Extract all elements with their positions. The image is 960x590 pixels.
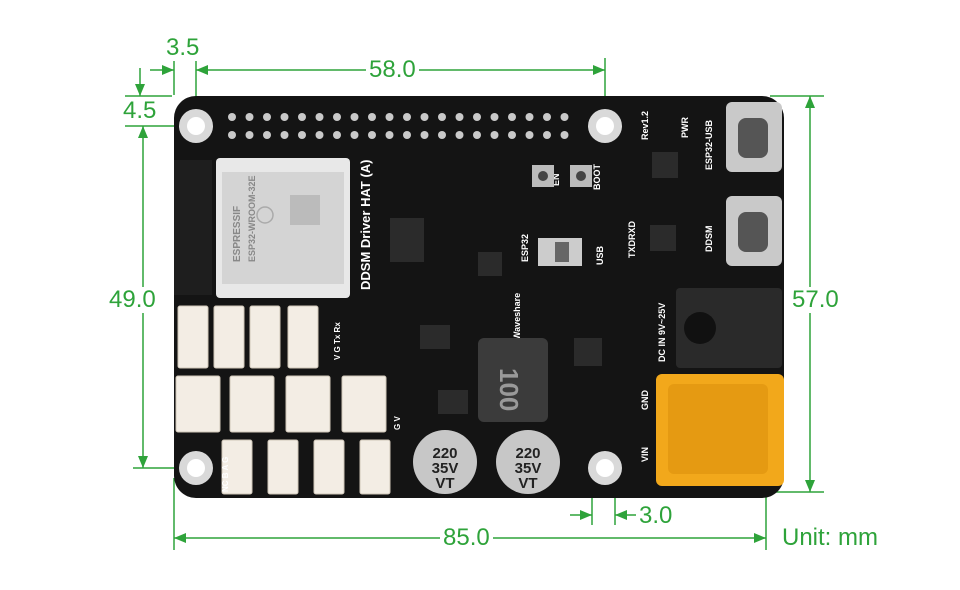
dim-hole-spacing-x: 58.0 (366, 57, 419, 83)
uart-connector[interactable] (213, 305, 245, 369)
uart-connector[interactable] (249, 305, 281, 369)
brand-label: Waveshare (512, 293, 522, 340)
motor-connector[interactable] (313, 439, 345, 495)
esp32-usb-label: ESP32-USB (704, 119, 714, 170)
gpio-pad (245, 131, 254, 139)
gpio-pad (333, 131, 341, 139)
cap-right-label: 220 35V VT (508, 446, 548, 491)
cap-right-line2: 35V (514, 460, 542, 477)
rxd-label: RXD (627, 220, 637, 240)
mounting-holes (179, 109, 622, 485)
gpio-pad (298, 131, 306, 139)
capacitor-right (496, 430, 560, 494)
cap-left-line1: 220 (432, 445, 458, 462)
gpio-pad (490, 113, 499, 121)
gpio-pad (543, 131, 551, 139)
gpio-pad (245, 113, 254, 121)
gpio-pad (280, 113, 289, 121)
gpio-pad (385, 131, 394, 139)
gpio-pad (473, 113, 481, 121)
cap-right-line1: 220 (515, 445, 541, 462)
gpio-pad (508, 113, 516, 121)
dim-right-offset: 3.0 (636, 503, 676, 529)
gpio-pad (525, 131, 534, 139)
chips (390, 152, 678, 414)
board-name: DDSM Driver HAT (A) (358, 160, 373, 291)
module-brand: ESPRESSIF (232, 206, 243, 262)
motor-connector[interactable] (267, 439, 299, 495)
dim-board-height: 57.0 (789, 287, 842, 313)
gpio-pad (263, 113, 271, 121)
gnd-label: GND (640, 390, 650, 411)
cap-left-line2: 35V (431, 460, 459, 477)
pwr-label: PWR (680, 117, 690, 138)
inductor-label: 100 (494, 368, 524, 411)
cap-left-line3: VT (435, 475, 455, 492)
dim-hole-spacing-y: 49.0 (106, 287, 159, 313)
ncbag-label: NC B A G (221, 457, 230, 492)
cap-right-line3: VT (518, 475, 538, 492)
servo-connector[interactable] (341, 375, 387, 433)
gpio-pad (490, 131, 499, 139)
inductor (478, 338, 548, 422)
cap-left-label: 220 35V VT (425, 446, 465, 491)
gpio-pad (263, 131, 271, 139)
dim-board-width: 85.0 (440, 525, 493, 551)
gpio-pad (298, 113, 306, 121)
dc-in-label: DC IN 9V~25V (657, 303, 667, 362)
servo-connector[interactable] (285, 375, 331, 433)
dc-jack[interactable] (676, 288, 782, 368)
gpio-pad (560, 113, 569, 121)
jst-connectors (175, 305, 391, 495)
esp32-label: ESP32 (520, 234, 530, 262)
gpio-pad (560, 131, 569, 139)
gpio-pad (385, 113, 394, 121)
gpio-pad (368, 113, 376, 121)
uart-connector[interactable] (287, 305, 319, 369)
motor-connector[interactable] (359, 439, 391, 495)
vin-label: VIN (640, 447, 650, 462)
servo-connector[interactable] (229, 375, 275, 433)
ddsm-label: DDSM (704, 226, 714, 253)
gpio-pad (315, 131, 324, 139)
en-label: EN (551, 173, 561, 186)
uart-pins-label: V G Tx Rx (333, 322, 342, 360)
gpio-pad (438, 131, 446, 139)
gpio-pad (368, 131, 376, 139)
boot-label: BOOT (592, 163, 602, 190)
gpio-pad (228, 131, 236, 139)
servo-connector[interactable] (175, 375, 221, 433)
revision: Rev1.2 (640, 111, 650, 140)
gpio-pad (455, 131, 464, 139)
dim-left-offset: 4.5 (120, 98, 160, 124)
txd-label: TXD (627, 239, 637, 258)
gpio-pad (280, 131, 289, 139)
gpio-pad (543, 113, 551, 121)
usb-label: USB (595, 245, 605, 265)
gpio-pad (455, 113, 464, 121)
gpio-pad (228, 113, 236, 121)
gpio-pad (333, 113, 341, 121)
uart-connector[interactable] (177, 305, 209, 369)
gpio-pad (438, 113, 446, 121)
gpio-pad (350, 131, 359, 139)
gpio-pad (403, 113, 411, 121)
gpio-pad (420, 113, 429, 121)
gpio-pad (473, 131, 481, 139)
unit-label: Unit: mm (782, 524, 878, 551)
gv-label: G V (393, 416, 402, 430)
dimension-arrows (135, 65, 815, 543)
module-model: ESP32-WROOM-32E (247, 175, 257, 262)
dim-top-offset: 3.5 (163, 35, 203, 61)
gpio-header (228, 113, 569, 139)
gpio-pad (315, 113, 324, 121)
gpio-pad (403, 131, 411, 139)
capacitor-left (413, 430, 477, 494)
motor-connector[interactable] (221, 439, 253, 495)
gpio-pad (350, 113, 359, 121)
gpio-pad (420, 131, 429, 139)
gpio-pad (508, 131, 516, 139)
gpio-pad (525, 113, 534, 121)
